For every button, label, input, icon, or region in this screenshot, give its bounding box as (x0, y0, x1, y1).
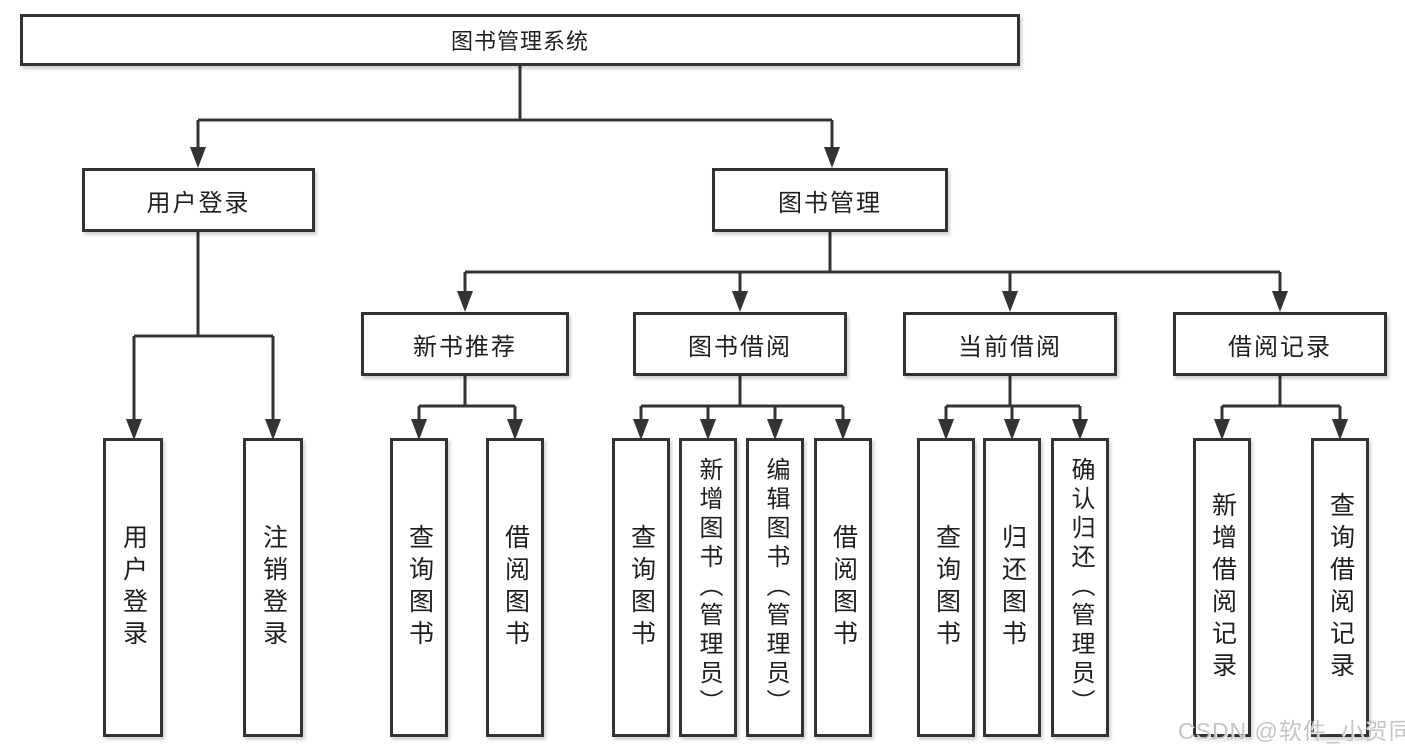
leaf-query-books-current: 查询图书 (917, 438, 975, 737)
leaf-logout-login: 注销登录 (243, 438, 303, 737)
leaf-edit-books-admin: 编辑图书（管理员） (746, 438, 804, 737)
csdn-watermark: CSDN @软件_小贺同学 (1178, 718, 1405, 744)
leaf-add-borrow-record: 新增借阅记录 (1193, 438, 1251, 737)
node-borrowing-records: 借阅记录 (1173, 312, 1387, 376)
leaf-query-borrow-record: 查询借阅记录 (1311, 438, 1369, 737)
leaf-return-books: 归还图书 (983, 438, 1041, 737)
leaf-label: 注销登录 (259, 523, 288, 652)
node-library-management-system: 图书管理系统 (20, 14, 1020, 66)
node-user-login: 用户登录 (82, 168, 315, 232)
node-book-management: 图书管理 (712, 168, 948, 232)
leaf-label: 归还图书 (998, 523, 1027, 652)
leaf-label: 新增图书（管理员） (695, 457, 722, 718)
leaf-borrow-books: 借阅图书 (814, 438, 872, 737)
leaf-label: 新增借阅记录 (1208, 491, 1237, 684)
leaf-confirm-return-admin: 确认归还（管理员） (1051, 438, 1109, 737)
leaf-label: 编辑图书（管理员） (762, 457, 789, 718)
leaf-label: 借阅图书 (501, 523, 530, 652)
leaf-label: 查询图书 (627, 523, 656, 652)
node-book-borrowing: 图书借阅 (633, 312, 847, 376)
leaf-label: 查询借阅记录 (1326, 491, 1355, 684)
leaf-label: 查询图书 (932, 523, 961, 652)
leaf-add-books-admin: 新增图书（管理员） (679, 438, 737, 737)
arrow-down-icons (126, 147, 1348, 440)
node-current-borrowing: 当前借阅 (903, 312, 1117, 376)
leaf-label: 借阅图书 (829, 523, 858, 652)
leaf-borrow-books-recommend: 借阅图书 (486, 438, 544, 737)
leaf-query-books-recommend: 查询图书 (390, 438, 448, 737)
node-new-book-recommendation: 新书推荐 (361, 312, 569, 376)
leaf-user-login: 用户登录 (103, 438, 163, 737)
leaf-label: 确认归还（管理员） (1067, 457, 1094, 718)
leaf-label: 查询图书 (405, 523, 434, 652)
leaf-label: 用户登录 (119, 523, 148, 652)
leaf-query-books-borrow: 查询图书 (612, 438, 670, 737)
